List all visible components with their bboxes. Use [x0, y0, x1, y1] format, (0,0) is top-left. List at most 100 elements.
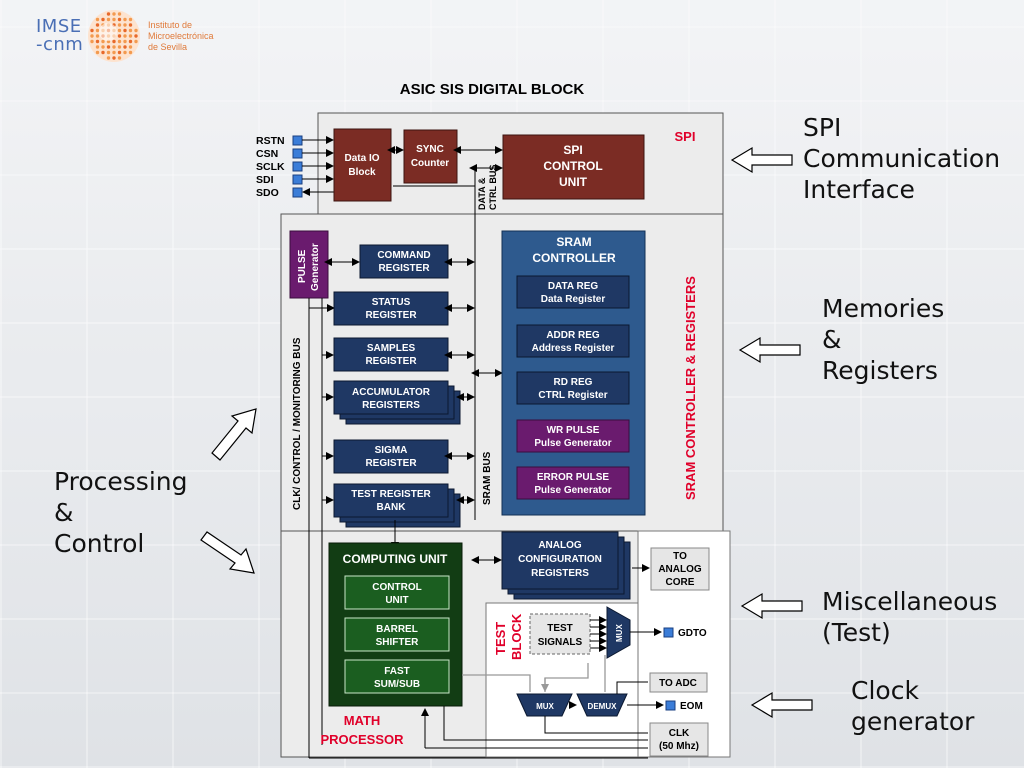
to-analog-core-label-2: ANALOG: [658, 564, 702, 575]
spi-control-label-3: UNIT: [559, 175, 588, 189]
to-adc: [649, 672, 708, 693]
barrel-shifter: [344, 617, 450, 652]
side-label-processing: Processing&Control: [54, 467, 188, 558]
analog-config-label-2: CONFIGURATION: [518, 554, 602, 565]
pulse-generator-label-1: PULSE: [297, 249, 308, 283]
pin-sclk: [292, 161, 303, 172]
gdto-label: GDTO: [678, 628, 707, 639]
clk-source: [649, 722, 709, 757]
side-label-misc: Miscellaneous(Test): [822, 587, 998, 647]
data-ctrl-bus-label-1: DATA &: [477, 177, 487, 210]
data-io-block: [333, 128, 392, 202]
logo-wordmark: IMSE -cnm: [36, 16, 84, 55]
fast-sum-sub-label-2: SUM/SUB: [374, 679, 420, 690]
control-unit: [344, 575, 450, 610]
spi-control-unit: [502, 134, 645, 200]
error-pulse-label-1: ERROR PULSE: [537, 472, 610, 483]
spi-control-label-1: SPI: [563, 143, 582, 157]
test-signals-label-1: TEST: [547, 623, 573, 634]
gdto-mux: [606, 606, 631, 659]
math-processor-label-2: PROCESSOR: [320, 732, 404, 747]
pin-sdo: [292, 187, 303, 198]
analog-config-registers: [501, 531, 619, 590]
pin-sdi: [292, 174, 303, 185]
sigma-register-label-2: REGISTER: [365, 458, 417, 469]
register-stack: COMMAND REGISTER STATUS REGISTER SAMPLES…: [333, 244, 461, 528]
command-register-label-2: REGISTER: [378, 263, 430, 274]
data-reg: [516, 275, 630, 309]
barrel-shifter-label-1: BARREL: [376, 624, 418, 635]
test-block-label-2: BLOCK: [509, 613, 524, 660]
sram-controller-label-2: CONTROLLER: [532, 251, 616, 265]
eom-label: EOM: [680, 701, 703, 712]
accumulator-registers: [333, 380, 449, 415]
status-register-label-1: STATUS: [372, 297, 411, 308]
test-register-label-1: TEST REGISTER: [351, 489, 431, 500]
monitoring-bus-label: CLK/ CONTROL / MONITORING BUS: [292, 337, 303, 510]
analog-config-label-1: ANALOG: [538, 540, 582, 551]
wr-pulse-label-2: Pulse Generator: [534, 438, 611, 449]
error-pulse-generator: [516, 466, 630, 500]
rd-reg-label-1: RD REG: [554, 377, 593, 388]
samples-register: [333, 337, 449, 372]
sync-counter-label-2: Counter: [411, 158, 449, 169]
samples-register-label-1: SAMPLES: [367, 343, 416, 354]
bottom-mux-label: MUX: [536, 702, 554, 711]
wr-pulse-label-1: WR PULSE: [547, 425, 600, 436]
status-register: [333, 291, 449, 326]
clk-label-2: (50 Mhz): [659, 741, 699, 752]
to-analog-core-label-3: CORE: [666, 577, 695, 588]
pin-label-sdi: SDI: [256, 174, 274, 186]
error-pulse-label-2: Pulse Generator: [534, 485, 611, 496]
arrow-clock-icon: [750, 691, 813, 719]
arrow-down-right-icon: [200, 531, 255, 574]
math-processor-label-1: MATH: [344, 713, 381, 728]
wr-pulse-generator: [516, 419, 630, 453]
side-label-memories: Memories&Registers: [822, 294, 945, 385]
control-unit-label-2: UNIT: [385, 595, 408, 606]
barrel-shifter-label-2: SHIFTER: [376, 637, 420, 648]
computing-unit-label: COMPUTING UNIT: [343, 552, 448, 566]
arrow-misc-icon: [740, 592, 803, 620]
logo-disc-icon: [88, 10, 140, 62]
addr-reg-label-2: Address Register: [532, 343, 615, 354]
rd-reg: [516, 371, 630, 405]
pin-label-rstn: RSTN: [256, 135, 285, 147]
sync-counter-block: [403, 129, 458, 184]
to-analog-core: [650, 547, 710, 591]
pin-label-csn: CSN: [256, 148, 278, 160]
control-unit-label-1: CONTROL: [372, 582, 421, 593]
test-signals: [529, 613, 591, 655]
pin-label-sclk: SCLK: [256, 161, 285, 173]
arrow-memories-icon: [738, 336, 801, 364]
gdto-pin: [663, 627, 674, 638]
spi-control-label-2: CONTROL: [543, 159, 602, 173]
status-register-label-2: REGISTER: [365, 310, 417, 321]
pin-label-sdo: SDO: [256, 187, 279, 199]
to-adc-label: TO ADC: [659, 678, 697, 689]
demux-label: DEMUX: [588, 702, 618, 711]
sram-section-label: SRAM CONTROLLER & REGISTERS: [683, 276, 698, 500]
pin-rstn: [292, 135, 303, 146]
data-io-label-2: Block: [348, 167, 376, 178]
addr-reg-label-1: ADDR REG: [546, 330, 600, 341]
to-analog-core-label-1: TO: [673, 551, 687, 562]
pin-csn: [292, 148, 303, 159]
test-register-label-2: BANK: [377, 502, 407, 513]
samples-register-label-2: REGISTER: [365, 356, 417, 367]
addr-reg: [516, 324, 630, 358]
data-reg-label-2: Data Register: [541, 294, 606, 305]
command-register-label-1: COMMAND: [377, 250, 430, 261]
accumulator-label-1: ACCUMULATOR: [352, 387, 431, 398]
spi-section-label: SPI: [675, 129, 696, 144]
demux: [576, 693, 628, 717]
sigma-register: [333, 439, 449, 474]
gdto-mux-label: MUX: [615, 624, 624, 642]
clk-label-1: CLK: [669, 728, 690, 739]
test-block-label-1: TEST: [493, 622, 508, 655]
test-register-bank: [333, 483, 449, 518]
bottom-mux: [516, 693, 573, 717]
analog-config-label-3: REGISTERS: [531, 568, 589, 579]
